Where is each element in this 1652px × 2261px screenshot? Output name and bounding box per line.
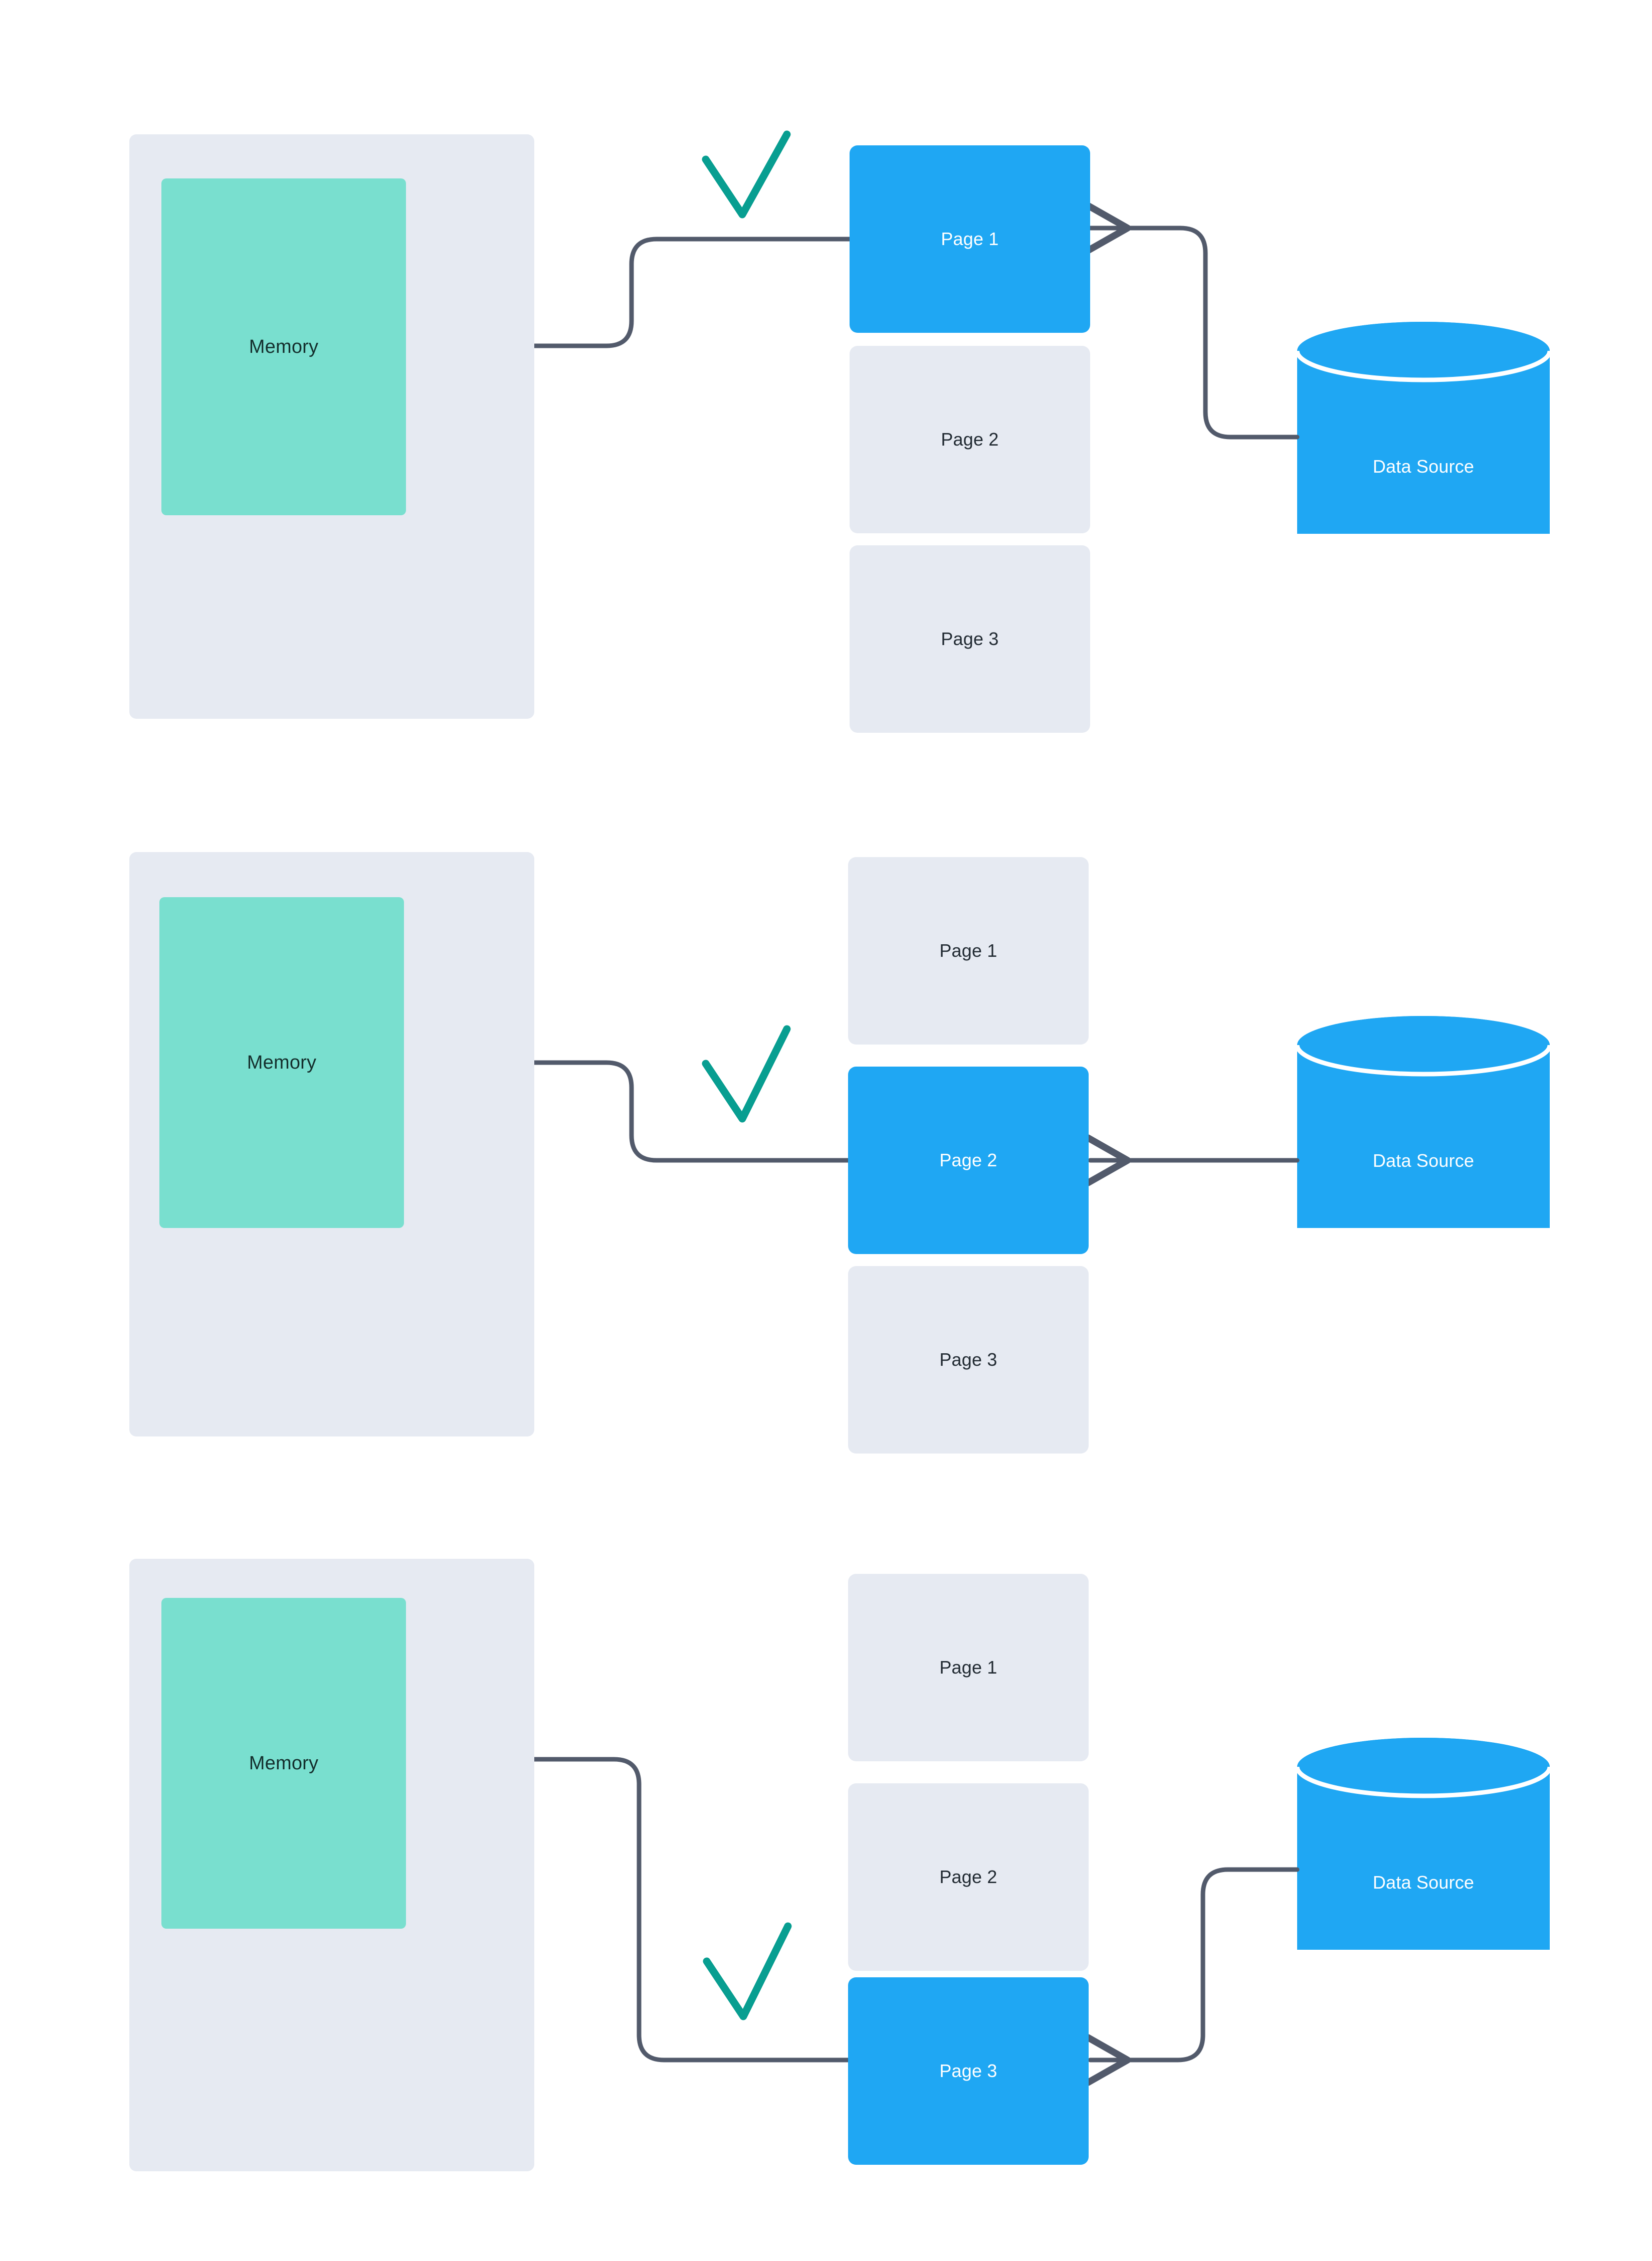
data-source-cylinder-2 bbox=[1295, 1016, 1552, 1228]
check-mark-icon-1 bbox=[702, 130, 791, 219]
data-source-2[interactable]: Data Source bbox=[1297, 1016, 1550, 1257]
check-mark-icon-2 bbox=[702, 1025, 791, 1123]
data-source-3[interactable]: Data Source bbox=[1297, 1738, 1550, 1979]
check-mark-icon-3 bbox=[703, 1922, 792, 2020]
page-box-1-3[interactable]: Page 3 bbox=[850, 545, 1090, 733]
page-box-3-3[interactable]: Page 3 bbox=[848, 1977, 1089, 2165]
data-source-label-3: Data Source bbox=[1372, 1872, 1475, 1893]
page-box-2-3[interactable]: Page 3 bbox=[848, 1266, 1089, 1454]
page-box-2-2[interactable]: Page 2 bbox=[848, 1067, 1089, 1254]
arrow-page-3-to-memory bbox=[405, 1733, 851, 2063]
memory-label-3: Memory bbox=[249, 1752, 319, 1774]
page-box-2-1[interactable]: Page 1 bbox=[848, 857, 1089, 1045]
arrow-datasource-to-page-3 bbox=[1084, 1867, 1300, 2086]
arrow-datasource-to-page-1 bbox=[1084, 202, 1300, 440]
data-source-label-2: Data Source bbox=[1372, 1150, 1475, 1171]
page-box-3-2[interactable]: Page 2 bbox=[848, 1783, 1089, 1971]
page-box-1-1[interactable]: Page 1 bbox=[850, 145, 1090, 333]
memory-block-1[interactable]: Memory bbox=[161, 178, 406, 515]
data-source-cylinder-1 bbox=[1295, 322, 1552, 534]
memory-block-3[interactable]: Memory bbox=[161, 1598, 406, 1929]
data-source-1[interactable]: Data Source bbox=[1297, 322, 1550, 563]
memory-block-2[interactable]: Memory bbox=[159, 897, 404, 1228]
arrow-page-2-to-memory bbox=[405, 1037, 851, 1163]
memory-label-2: Memory bbox=[247, 1052, 317, 1073]
page-box-1-2[interactable]: Page 2 bbox=[850, 346, 1090, 533]
arrow-page-1-to-memory bbox=[405, 237, 852, 372]
page-box-3-1[interactable]: Page 1 bbox=[848, 1574, 1089, 1761]
data-source-cylinder-3 bbox=[1295, 1738, 1552, 1950]
memory-label-1: Memory bbox=[249, 336, 319, 357]
data-source-label-1: Data Source bbox=[1372, 456, 1475, 477]
